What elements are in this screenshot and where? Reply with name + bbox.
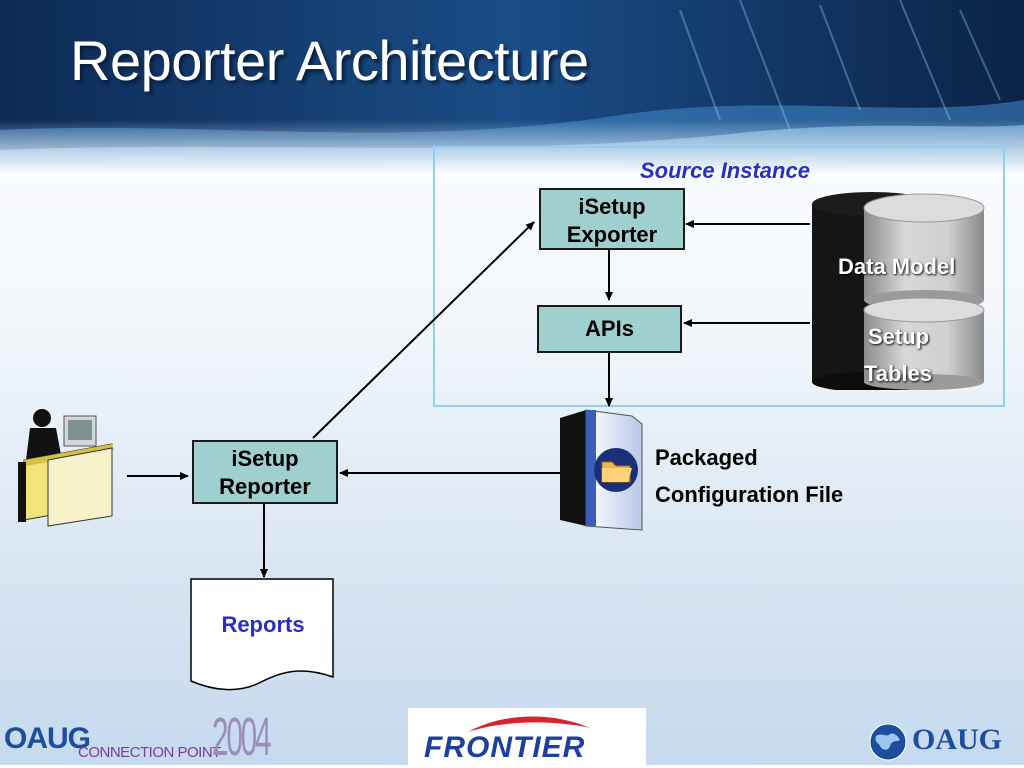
oaug-logo-left: OAUG <box>4 722 91 755</box>
setup-tables-line2: Tables <box>864 361 933 386</box>
isetup-exporter-line2: Exporter <box>566 222 658 247</box>
edge-reporter-to-exporter <box>312 221 535 439</box>
slide-title: Reporter Architecture <box>70 29 589 92</box>
source-instance-label: Source Instance <box>640 158 810 183</box>
packaged-file-icon <box>560 409 643 531</box>
oaug-logo-right: OAUG <box>912 723 1002 756</box>
isetup-reporter-box: iSetup Reporter <box>192 440 338 504</box>
reports-document-shape <box>190 578 334 691</box>
header-banner <box>0 0 1024 175</box>
data-model-label: Data Model <box>838 254 956 279</box>
packaged-file-line1: Packaged <box>655 445 758 470</box>
apis-box: APIs <box>537 305 682 353</box>
conference-year: 2004 <box>212 707 271 767</box>
isetup-reporter-line1: iSetup <box>231 446 299 471</box>
isetup-exporter-line1: iSetup <box>578 194 646 219</box>
globe-icon <box>869 723 907 761</box>
source-instance-frame <box>433 146 1005 407</box>
frontier-logo-panel <box>408 708 646 765</box>
frontier-logo: FRONTIER <box>424 731 586 764</box>
packaged-file-line2: Configuration File <box>655 482 844 507</box>
user-at-desk-icon <box>18 409 114 527</box>
isetup-exporter-box: iSetup Exporter <box>539 188 685 250</box>
isetup-reporter-line2: Reporter <box>219 474 311 499</box>
reports-label: Reports <box>221 612 305 637</box>
apis-label: APIs <box>585 316 634 341</box>
database-icon <box>812 192 985 390</box>
connection-point-tagline: CONNECTION POINT <box>78 744 221 761</box>
frontier-swoosh-icon <box>468 716 590 732</box>
setup-tables-line1: Setup <box>868 324 930 349</box>
